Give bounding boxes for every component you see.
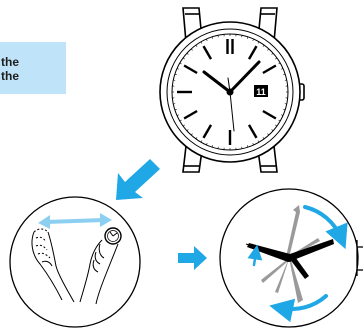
date-window: 11 xyxy=(254,85,268,97)
rotating-hands-icon xyxy=(220,189,363,327)
hands-shaking-watch-icon xyxy=(10,197,140,327)
date-window-text: 11 xyxy=(256,87,266,97)
small-watch xyxy=(105,228,121,244)
shake-circle xyxy=(10,197,140,327)
arrow-icon xyxy=(116,159,160,200)
arrow-icon xyxy=(178,246,207,270)
